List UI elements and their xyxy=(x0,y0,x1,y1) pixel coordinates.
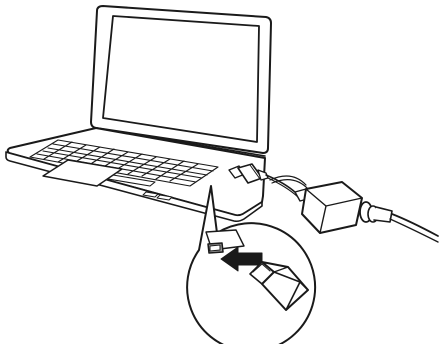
laptop-keyboard xyxy=(29,139,219,187)
laptop-screen xyxy=(102,15,260,143)
usb-cable-icon xyxy=(228,163,309,198)
usb-port-callout xyxy=(186,185,317,344)
laptop-touchpad xyxy=(42,159,123,187)
usb-plug-zoom xyxy=(249,261,309,311)
usb-adapter-icon xyxy=(294,181,439,243)
laptop-icon xyxy=(5,5,272,223)
